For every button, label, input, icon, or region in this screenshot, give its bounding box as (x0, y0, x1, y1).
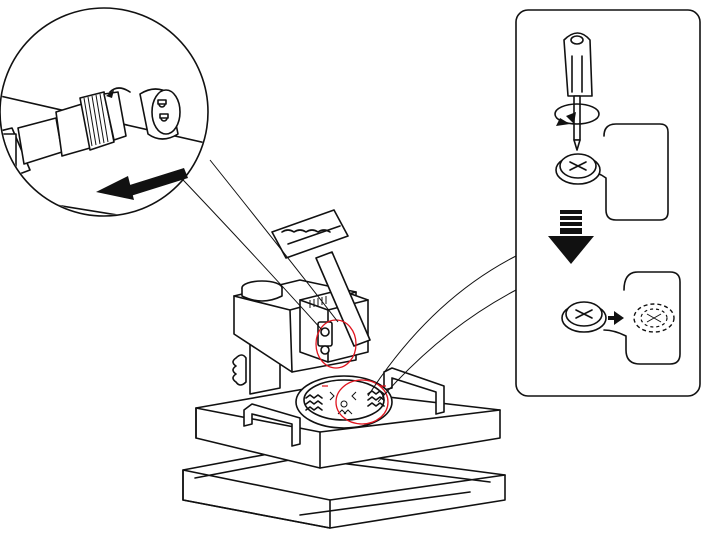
screw-highlight (335, 379, 389, 425)
screw-callout (515, 9, 701, 397)
connector-callout (0, 7, 209, 217)
screw-hole-icon (633, 303, 675, 333)
leader-lines (165, 159, 517, 403)
heating-plate (295, 375, 393, 429)
plate-bottom (603, 271, 681, 365)
right-arrow-icon (608, 311, 624, 325)
removed-screw-icon (561, 301, 607, 333)
plate-handle-left (243, 403, 301, 447)
rotate-arrow-head (106, 90, 114, 98)
screwdriver-icon (563, 32, 593, 151)
rotate-arrow-icon (109, 87, 131, 93)
press-frame (232, 209, 371, 395)
plate-top (585, 123, 669, 221)
down-arrow-icon (548, 210, 594, 264)
screw-icon (555, 153, 601, 185)
rotate-arrow-icon (554, 103, 600, 126)
pull-arrow-icon (96, 168, 188, 200)
